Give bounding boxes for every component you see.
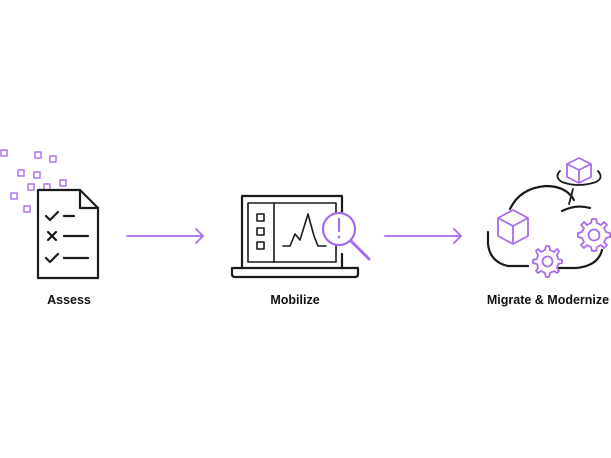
pixel-squares-icon [0,149,67,213]
cube-icon [497,209,529,245]
checklist-document-icon [36,188,100,280]
laptop-icon [230,194,360,279]
step-label-mobilize: Mobilize [270,293,320,307]
arrow-right-icon [126,228,204,244]
cloud-icon [486,184,604,270]
orbit-icon [556,170,602,205]
gear-icon [532,245,563,278]
arrow-right-icon [384,228,462,244]
magnifier-alert-icon [321,211,371,261]
cube-icon [566,157,592,184]
gear-icon [577,218,611,252]
step-label-assess: Assess [47,293,91,307]
step-label-migrate-modernize: Migrate & Modernize [486,293,610,307]
